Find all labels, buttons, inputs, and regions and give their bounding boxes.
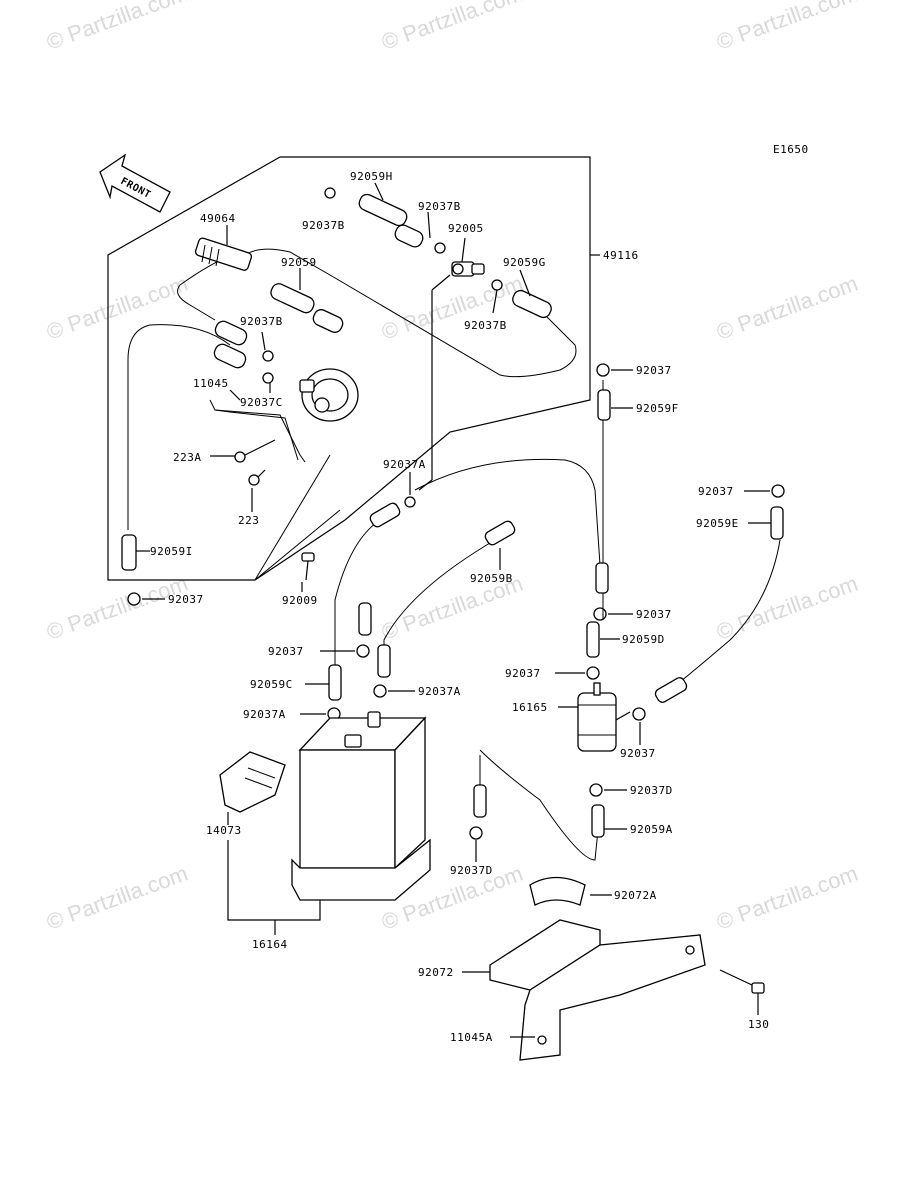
watermarks: © Partzilla.com © Partzilla.com © Partzi…	[43, 0, 861, 935]
front-arrow-icon: FRONT	[99, 153, 171, 213]
label-92059c: 92059C	[250, 678, 293, 691]
diagram-code: E1650	[773, 143, 809, 156]
label-92005: 92005	[448, 222, 484, 235]
watermark: © Partzilla.com	[43, 271, 191, 345]
part-labels: 49064 49116 92059H 92037B 92037B 92005 9…	[150, 170, 769, 1044]
label-92037: 92037	[636, 608, 672, 621]
bracket-92072	[489, 876, 706, 1061]
label-92059a: 92059A	[630, 823, 673, 836]
label-16164: 16164	[252, 938, 288, 951]
label-92037a: 92037A	[243, 708, 286, 721]
label-92037a: 92037A	[383, 458, 426, 471]
label-11045: 11045	[193, 377, 229, 390]
label-92037: 92037	[698, 485, 734, 498]
label-92037b: 92037B	[302, 219, 345, 232]
watermark: © Partzilla.com	[43, 861, 191, 935]
watermark: © Partzilla.com	[713, 0, 861, 55]
label-92059e: 92059E	[696, 517, 739, 530]
watermark: © Partzilla.com	[713, 861, 861, 935]
bolt-223a	[234, 439, 276, 463]
watermark: © Partzilla.com	[378, 0, 526, 55]
label-92059: 92059	[281, 256, 317, 269]
label-92059i: 92059I	[150, 545, 193, 558]
label-92059h: 92059H	[350, 170, 393, 183]
label-92037: 92037	[636, 364, 672, 377]
label-92059f: 92059F	[636, 402, 679, 415]
label-49116: 49116	[603, 249, 639, 262]
label-92037d: 92037D	[450, 864, 493, 877]
label-130: 130	[748, 1018, 769, 1031]
label-92037: 92037	[620, 747, 656, 760]
label-92037b: 92037B	[464, 319, 507, 332]
clamps	[127, 187, 785, 840]
leader-lines	[142, 182, 771, 1038]
label-92037b: 92037B	[240, 315, 283, 328]
part-49064	[194, 237, 253, 271]
assembly-outline	[107, 156, 591, 581]
label-92009: 92009	[282, 594, 318, 607]
part-92005	[451, 261, 485, 277]
label-92037: 92037	[268, 645, 304, 658]
label-14073: 14073	[206, 824, 242, 837]
valve	[299, 368, 359, 422]
label-92059g: 92059G	[503, 256, 546, 269]
bolt-92009	[301, 552, 315, 581]
filter-16165	[577, 682, 631, 752]
label-92037: 92037	[168, 593, 204, 606]
watermark: © Partzilla.com	[43, 0, 191, 55]
watermark: © Partzilla.com	[378, 271, 526, 345]
label-92072: 92072	[418, 966, 454, 979]
watermark: © Partzilla.com	[713, 571, 861, 645]
label-223: 223	[238, 514, 259, 527]
watermark: © Partzilla.com	[43, 571, 191, 645]
label-92037: 92037	[505, 667, 541, 680]
label-11045a: 11045A	[450, 1031, 493, 1044]
watermark: © Partzilla.com	[713, 271, 861, 345]
bolt-130	[719, 969, 765, 994]
label-92037c: 92037C	[240, 396, 283, 409]
label-92037b: 92037B	[418, 200, 461, 213]
label-92037a: 92037A	[418, 685, 461, 698]
label-49064: 49064	[200, 212, 236, 225]
label-223a: 223A	[173, 451, 202, 464]
label-92037d: 92037D	[630, 784, 673, 797]
bolt-223	[248, 469, 266, 486]
canister-16164	[291, 711, 431, 901]
label-92059d: 92059D	[622, 633, 665, 646]
connector-14073	[219, 751, 286, 813]
label-92059b: 92059B	[470, 572, 513, 585]
label-92072a: 92072A	[614, 889, 657, 902]
label-16165: 16165	[512, 701, 548, 714]
